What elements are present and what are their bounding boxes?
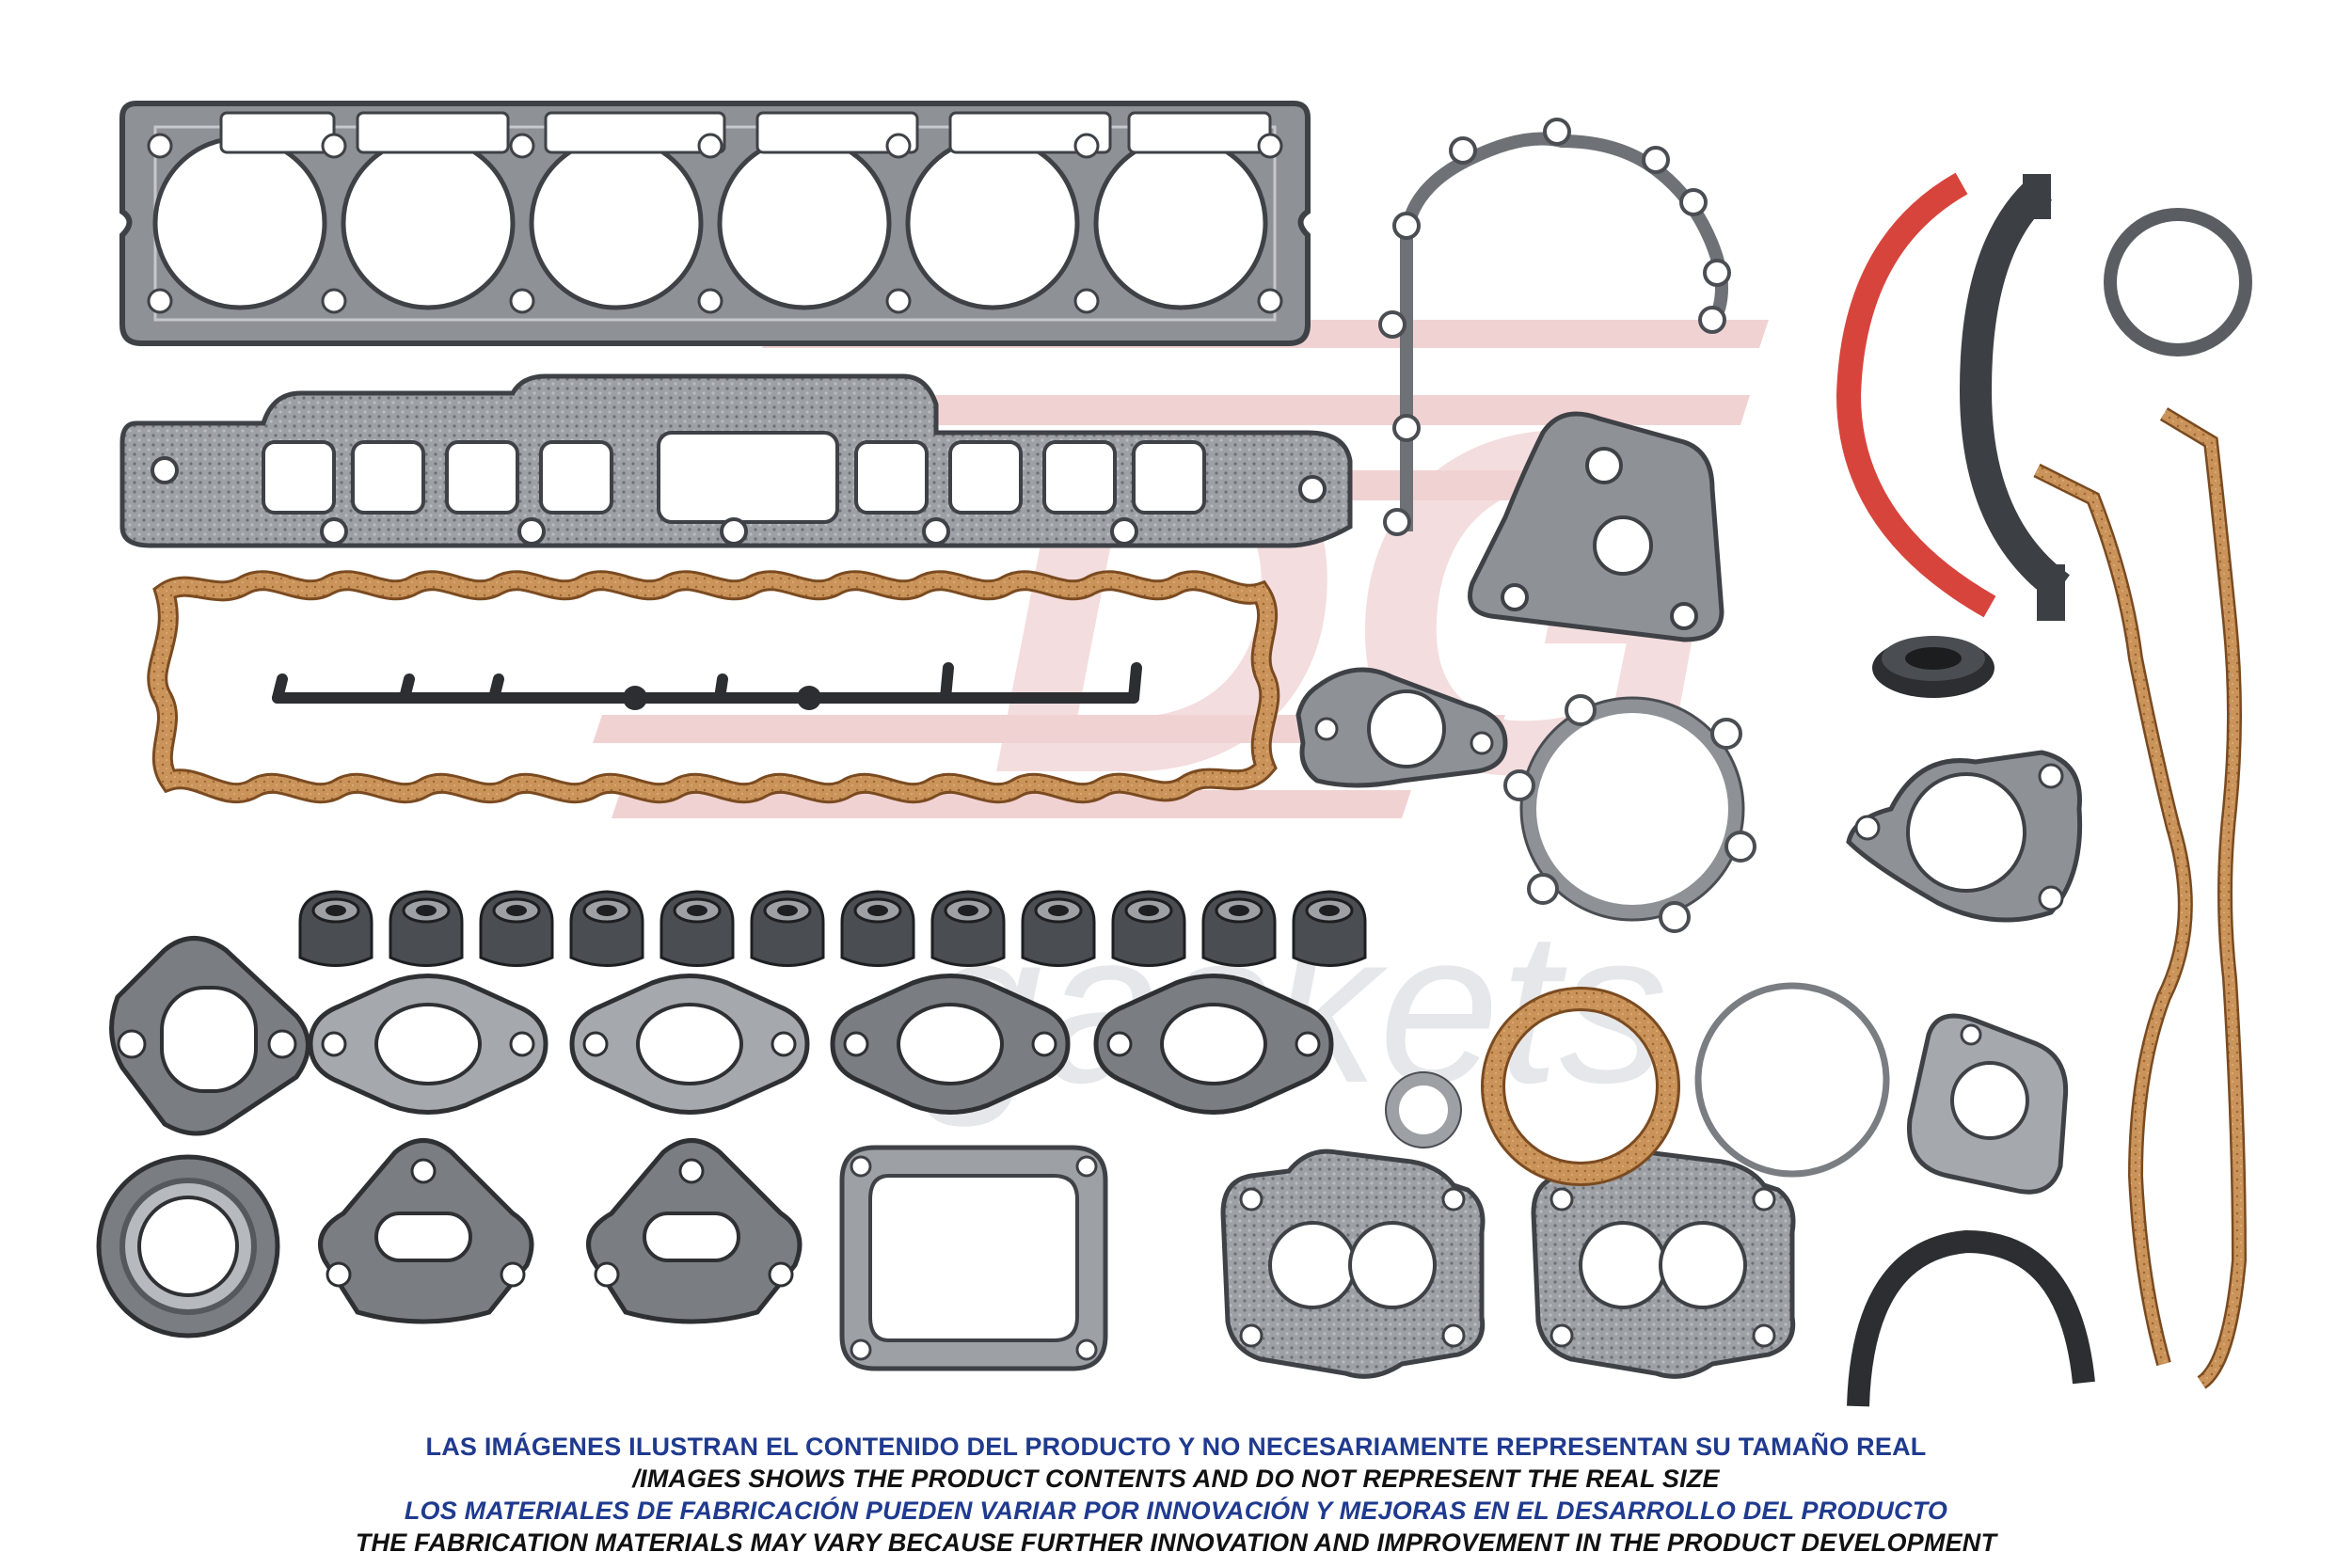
large-o-ring [1694,982,1890,1178]
valve-stem-seal [750,890,825,967]
two-bolt-flange-gasket [1093,974,1334,1115]
thermostat-housing-gasket [1295,667,1508,788]
o-ring-gasket [2104,208,2252,356]
exhaust-pipe-donut-gasket [96,1154,280,1338]
caption-spanish-size: LAS IMÁGENES ILUSTRAN EL CONTENIDO DEL P… [425,1433,1927,1461]
rear-main-seal [1836,172,2071,621]
oil-pan-cork-gaskets [2033,407,2248,1389]
valve-cover-cork-gasket [147,570,1280,804]
fuel-pump-mounting-gasket [109,936,310,1136]
caption-english-materials: THE FABRICATION MATERIALS MAY VARY BECAU… [355,1528,1997,1557]
timing-cover-oil-seal [1847,1229,2095,1407]
water-pump-plate-gasket [1468,411,1724,642]
valve-stem-seal [1201,890,1277,967]
spark-plug-tube-seal [272,662,1142,704]
two-bolt-flange-gasket [569,974,810,1115]
manifold-gasket [119,373,1353,548]
valve-stem-seal [930,890,1006,967]
valve-stem-seal [479,890,554,967]
valve-stem-seal [1021,890,1096,967]
oil-pump-gasket [1907,1013,2069,1195]
fuel-pump-gasket [1846,750,2083,923]
crankshaft-oil-seal [1872,636,1994,698]
valve-stem-seals [298,890,1367,967]
two-bolt-flange-gasket [830,974,1071,1115]
caption-spanish-materials: LOS MATERIALES DE FABRICACIÓN PUEDEN VAR… [404,1497,1948,1525]
side-cover-gasket [839,1145,1108,1371]
water-pump-gasket [1503,694,1756,933]
timing-cover-gasket [1378,118,1731,536]
valve-stem-seal [569,890,644,967]
valve-stem-seal [840,890,915,967]
thermostat-gaskets [318,1138,803,1324]
exhaust-flange-gaskets [308,974,1334,1115]
valve-stem-seal [1292,890,1367,967]
caption-english-size: /IMAGES SHOWS THE PRODUCT CONTENTS AND D… [632,1465,1720,1493]
carburetor-gaskets [1220,1148,1796,1379]
valve-stem-seal [660,890,735,967]
valve-stem-seal [298,890,373,967]
valve-stem-seal [389,890,464,967]
cork-ring-gasket [1481,987,1680,1186]
cylinder-head-gasket [119,101,1311,346]
two-bolt-flange-gasket [308,974,548,1115]
drain-plug-washer [1385,1071,1462,1148]
valve-stem-seal [1111,890,1186,967]
